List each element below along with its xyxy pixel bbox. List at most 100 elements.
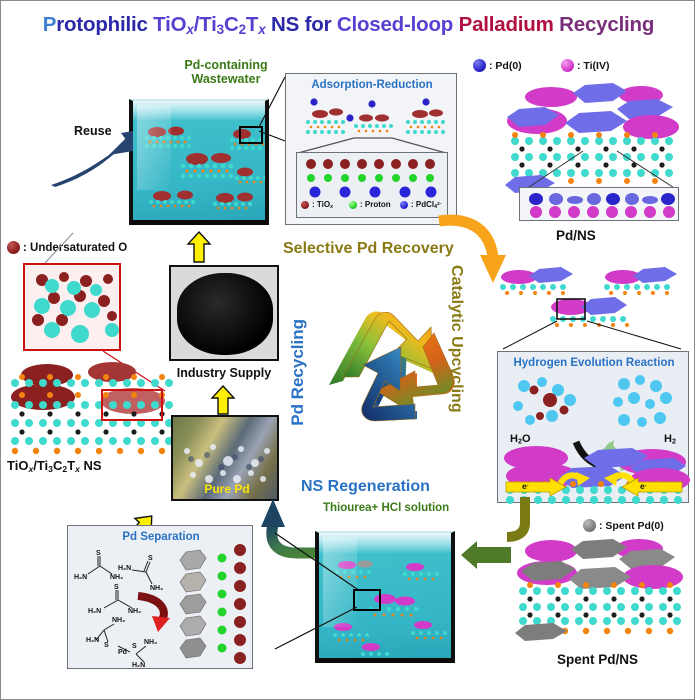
metal-speckle-icon bbox=[184, 444, 270, 483]
gray-pd-particles-icon bbox=[179, 549, 207, 659]
svg-text:H₂N: H₂N bbox=[118, 565, 131, 572]
spent-pd-ns-structure bbox=[513, 535, 685, 641]
legend-pdcl4: : PdCl42- bbox=[400, 200, 441, 210]
reuse-label: Reuse bbox=[74, 124, 112, 138]
svg-text:Pd: Pd bbox=[118, 649, 127, 656]
electron-arrow-right-icon bbox=[621, 477, 683, 497]
h2-molecules-icon bbox=[613, 375, 672, 427]
wastewater-line2: Wastewater bbox=[191, 72, 261, 87]
ns-regeneration-label: NS Regeneration bbox=[301, 478, 430, 495]
adsorption-reduction-title: Adsorption-Reduction bbox=[311, 79, 433, 91]
selective-pd-recovery-label: Selective Pd Recovery bbox=[283, 240, 454, 257]
legend-tiox-label: : TiOx bbox=[312, 200, 334, 211]
pd-recycling-label: Pd Recycling bbox=[288, 319, 307, 426]
species-row-box: : TiOx : Proton : PdCl42- bbox=[296, 152, 448, 218]
svg-text:NH₂: NH₂ bbox=[144, 639, 157, 646]
svg-text:H₂N: H₂N bbox=[86, 637, 99, 644]
olive-down-arrow bbox=[506, 497, 530, 542]
legend-undersaturated-o-label: : Undersaturated O bbox=[23, 241, 128, 254]
regen-zoom-marker-box bbox=[353, 589, 381, 611]
svg-text:NH₂: NH₂ bbox=[112, 617, 125, 624]
zoom-connector-lines bbox=[258, 76, 286, 142]
h2o-label: H2O bbox=[510, 433, 531, 446]
industry-supply-photo bbox=[169, 265, 279, 361]
legend-pdcl4-label: : PdCl42- bbox=[411, 200, 442, 211]
svg-text:S: S bbox=[96, 550, 101, 557]
pd-containing-wastewater-label: Pd-containing Wastewater bbox=[146, 58, 306, 87]
svg-text:S: S bbox=[148, 555, 153, 562]
pd-separation-panel: Pd Separation S H₂N NH₂ S H₂N bbox=[67, 525, 253, 669]
tiox-ns-structure bbox=[7, 361, 177, 459]
regeneration-tank bbox=[315, 531, 455, 663]
spent-pd0-sphere-icon bbox=[583, 519, 596, 532]
h2-label: H2 bbox=[664, 433, 676, 446]
legend-ti4: : Ti(IV) bbox=[561, 59, 609, 72]
svg-text:H₂N: H₂N bbox=[74, 574, 87, 581]
legend-ti4-label: : Ti(IV) bbox=[577, 59, 610, 72]
page-title: Protophilic TiOx/Ti3C2Tx NS for Closed-l… bbox=[42, 13, 655, 37]
her-panel: Hydrogen Evolution Reaction H2O H2 bbox=[497, 351, 690, 504]
zoom-marker-box bbox=[239, 126, 263, 144]
funnel-lines-icon bbox=[297, 137, 447, 154]
recycling-arrows-overlay-icon bbox=[342, 311, 454, 422]
pd-ti-row-box bbox=[519, 187, 679, 221]
pd-ns-label: Pd/NS bbox=[556, 228, 596, 243]
undersaturated-o-zoom-box bbox=[23, 263, 121, 351]
pdcl4-sphere-icon bbox=[400, 201, 408, 210]
pd-ns-zoom-lines bbox=[522, 150, 680, 192]
svg-text:NH₂: NH₂ bbox=[150, 585, 163, 592]
legend-tiox: : TiOx bbox=[301, 200, 333, 210]
pure-pd-label: Pure Pd bbox=[204, 482, 250, 496]
svg-text:H₂N: H₂N bbox=[88, 608, 101, 615]
green-navy-curved-arrow bbox=[261, 499, 345, 559]
legend-undersaturated-o: : Undersaturated O bbox=[7, 241, 127, 254]
water-molecules-icon bbox=[513, 377, 576, 425]
reaction-curved-arrow-icon bbox=[137, 592, 170, 632]
yellow-arrow-up-reuse bbox=[186, 230, 212, 263]
legend-pd0: : Pd(0) bbox=[473, 59, 522, 72]
nanosheet-in-water bbox=[211, 192, 263, 217]
regen-zoom-connector bbox=[274, 532, 358, 650]
orange-curved-arrow bbox=[438, 214, 506, 283]
electron-label-left: e- bbox=[522, 481, 529, 491]
pd-ti-rows-icon bbox=[529, 193, 675, 218]
tiox-sphere-icon bbox=[301, 201, 309, 210]
svg-text:S: S bbox=[104, 642, 109, 649]
species-rows-icon bbox=[306, 159, 437, 198]
her-title: Hydrogen Evolution Reaction bbox=[513, 357, 675, 369]
yellow-arrow-up-supply bbox=[210, 384, 236, 415]
nanosheet-in-water bbox=[147, 190, 205, 217]
svg-text:H₂N: H₂N bbox=[132, 662, 145, 669]
wastewater-tank bbox=[129, 99, 269, 225]
nanosheet-in-water bbox=[179, 153, 241, 183]
black-powder-shape bbox=[177, 273, 273, 355]
legend-spent-pd0: : Spent Pd(0) bbox=[583, 519, 664, 532]
industry-supply-label: Industry Supply bbox=[176, 366, 272, 380]
reuse-arrow bbox=[49, 129, 135, 187]
ti4-sphere-icon bbox=[561, 59, 574, 72]
pd-ns-small-sheets bbox=[500, 267, 682, 350]
wastewater-line1: Pd-containing bbox=[184, 58, 268, 72]
ns-highlight-box bbox=[101, 389, 163, 421]
tiox-ns-label: TiOx/Ti3C2Tx NS bbox=[7, 458, 102, 474]
ns-callout-line bbox=[44, 232, 74, 264]
legend-proton-label: : Proton bbox=[360, 200, 391, 209]
svg-text:NH₂: NH₂ bbox=[128, 608, 141, 615]
pd-separation-title: Pd Separation bbox=[122, 531, 200, 543]
svg-text:S: S bbox=[114, 584, 119, 591]
pd0-sphere-icon bbox=[473, 59, 486, 72]
green-arrow-left bbox=[461, 541, 511, 569]
electron-label-right: e- bbox=[640, 481, 647, 491]
undersaturated-o-spheres-icon bbox=[32, 272, 119, 343]
nanosheet-in-water bbox=[233, 167, 265, 187]
electron-arrow-left-icon bbox=[505, 477, 567, 497]
legend-pd0-label: : Pd(0) bbox=[489, 59, 522, 72]
svg-text:S: S bbox=[132, 643, 137, 650]
proton-o-columns-icon bbox=[217, 544, 246, 664]
proton-sphere-icon bbox=[349, 200, 357, 209]
thiourea-hcl-label: Thiourea+ HCl solution bbox=[323, 502, 450, 514]
undersaturated-o-sphere-icon bbox=[7, 241, 20, 254]
adsorption-reduction-panel: Adsorption-Reduction bbox=[285, 73, 457, 225]
pure-pd-photo: Pure Pd bbox=[171, 415, 279, 501]
